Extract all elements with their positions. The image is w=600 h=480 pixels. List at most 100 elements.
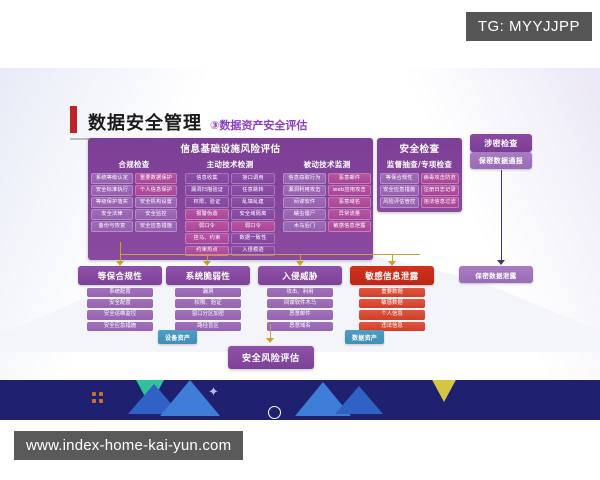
result-item: 路径盲区 (175, 321, 241, 332)
chip: 漏洞扫描验证 (185, 185, 229, 196)
connector-arrow (203, 261, 211, 266)
connector-bus (120, 254, 420, 256)
box-classified-leak: 保密数据泄露 (459, 266, 533, 283)
result-item: 漏洞 (175, 287, 241, 297)
chip: 注册日志记录 (420, 185, 459, 196)
panel-infrastructure-title: 信息基础设施风险评估 (180, 144, 281, 155)
result-compliance-title: 等保合规性 (78, 266, 162, 285)
page-title: 数据安全管理 ③数据资产安全评估 (70, 106, 307, 133)
chip: 乱填乱建 (231, 197, 275, 208)
connector-arrow (388, 261, 396, 266)
section-active-heading: 主动技术检测 (206, 160, 254, 169)
result-item: 重要数据 (359, 287, 425, 297)
chip: 蠕虫僵尸 (283, 209, 326, 220)
panel-infrastructure-sections: 合规检查 系统等级认定 安全标准执行 等级保护落实 安全法律 备份与恢复 重要数… (88, 157, 373, 260)
decor-triangle-yellow (430, 380, 458, 402)
connector-drop (120, 254, 122, 263)
result-intrusion-title: 入侵威胁 (258, 266, 342, 285)
chip: 安全域隔离 (231, 209, 275, 220)
chip: 等级保护落实 (91, 197, 133, 208)
connector-classified-arrow (497, 260, 505, 265)
box-classified-report: 保密数据通报 (470, 152, 532, 169)
section-compliance-left: 系统等级认定 安全标准执行 等级保护落实 安全法律 备份与恢复 (91, 173, 133, 232)
result-vulnerability-title: 系统脆弱性 (166, 266, 250, 285)
chip: 安全标准执行 (91, 185, 133, 196)
result-item: 安全配置 (87, 298, 153, 309)
panel-security-check-title: 安全检查 (399, 144, 440, 155)
chip: 间谍软件 (283, 197, 326, 208)
chip: 重要数据保护 (135, 173, 177, 184)
chip: 信息窃取行为 (283, 173, 326, 184)
result-item: 恶意域名 (267, 321, 333, 332)
section-passive-right: 恶意邮件 web应用攻击 恶意域名 异常流量 敏感信息泄露 (328, 173, 371, 232)
result-item: 系统配置 (87, 287, 153, 297)
watermark: www.index-home-kai-yun.com (14, 431, 244, 460)
chip: 报警伪造 (185, 209, 229, 220)
chip: 安全应急措施 (135, 221, 177, 232)
chip: 异常流量 (328, 209, 371, 220)
chip: 接口调用 (231, 173, 275, 184)
chip: 安全应急措施 (380, 185, 419, 196)
chip: 安全监控 (135, 209, 177, 220)
section-compliance: 合规检查 系统等级认定 安全标准执行 等级保护落实 安全法律 备份与恢复 重要数… (88, 157, 180, 260)
chip: 敏感信息泄露 (328, 221, 371, 232)
slide-canvas: 数据安全管理 ③数据资产安全评估 信息基础设施风险评估 合规检查 系统等级认定 … (0, 68, 600, 410)
result-item: 间谍软件木马 (267, 298, 333, 309)
panel-security-check: 安全检查 监督抽查/专项检查 等保合规性 安全应急措施 风险评估管控 病毒攻击防… (377, 138, 462, 212)
result-item: 违法信息 (359, 321, 425, 332)
connector-stub (120, 242, 122, 254)
result-item: 恶意邮件 (267, 310, 333, 320)
asset-equipment: 设备资产 (158, 330, 198, 344)
result-item: 敏感数据 (359, 298, 425, 309)
connector-classified (501, 170, 502, 262)
section-supervision-heading: 监督抽查/专项检查 (386, 160, 453, 169)
title-main: 数据安全管理 (88, 113, 202, 134)
section-supervision-right: 病毒攻击防范 注册日志记录 违法信息过滤 (420, 173, 459, 208)
final-assessment: 安全风险评估 (228, 346, 314, 369)
result-sensitive-leak: 敏感信息泄露 重要数据 敏感数据 个人信息 违法信息 (350, 266, 434, 332)
decor-star: ✦ (208, 385, 219, 400)
section-compliance-right: 重要数据保护 个人信息保护 安全机构设置 安全监控 安全应急措施 (135, 173, 177, 232)
result-item: 安全运维监控 (87, 310, 153, 320)
result-vulnerability: 系统脆弱性 漏洞 权限、验证 窗口分区加密 路径盲区 (166, 266, 250, 332)
decor-triangle-blue (335, 386, 383, 414)
chip: 违法信息过滤 (420, 197, 459, 208)
chip: 漏洞利用攻击 (283, 185, 326, 196)
footer-band: ✦ (0, 380, 600, 420)
panel-infrastructure: 信息基础设施风险评估 合规检查 系统等级认定 安全标准执行 等级保护落实 安全法… (88, 138, 373, 261)
section-active-right: 接口调用 任意跳转 乱填乱建 安全域隔离 弱口令 数据一致性 入侵痕迹 (231, 173, 275, 257)
result-compliance: 等保合规性 系统配置 安全配置 安全运维监控 安全应急措施 (78, 266, 162, 332)
section-passive-left: 信息窃取行为 漏洞利用攻击 间谍软件 蠕虫僵尸 木马后门 (283, 173, 326, 232)
chip: 任意跳转 (231, 185, 275, 196)
chip: 弱口令 (231, 221, 275, 232)
connector-drop (300, 254, 302, 263)
result-item: 个人信息 (359, 310, 425, 320)
decor-triangle-blue (160, 380, 220, 416)
decor-dots (92, 392, 103, 403)
section-passive-heading: 被动技术监测 (303, 160, 351, 169)
chip: 安全机构设置 (135, 197, 177, 208)
result-item: 安全应急措施 (87, 321, 153, 332)
connector-arrow (116, 261, 124, 266)
chip: 病毒攻击防范 (420, 173, 459, 184)
chip: 系统等级认定 (91, 173, 133, 184)
chip: 安全法律 (91, 209, 133, 220)
section-active-left: 信息收集 漏洞扫描验证 权限、验证 报警伪造 弱口令 挂马、约束 约束热点 (185, 173, 229, 257)
title-subtitle: ③数据资产安全评估 (210, 119, 308, 132)
title-accent-bar (70, 106, 77, 133)
result-sensitive-leak-title: 敏感信息泄露 (350, 266, 434, 285)
chip: 个人信息保护 (135, 185, 177, 196)
section-passive-detection: 被动技术监测 信息窃取行为 漏洞利用攻击 间谍软件 蠕虫僵尸 木马后门 恶意邮件… (280, 157, 374, 260)
chip: 信息收集 (185, 173, 229, 184)
chip: 入侵痕迹 (231, 245, 275, 257)
connector-final (270, 324, 272, 340)
asset-data: 数据资产 (345, 330, 385, 344)
chip: 风险评估管控 (380, 197, 419, 208)
chip: web应用攻击 (328, 185, 371, 196)
chip: 恶意邮件 (328, 173, 371, 184)
chip: 木马后门 (283, 221, 326, 232)
chip: 权限、验证 (185, 197, 229, 208)
box-classified-check: 涉密检查 (470, 134, 532, 152)
chip: 等保合规性 (380, 173, 419, 184)
chip: 备份与恢复 (91, 221, 133, 232)
